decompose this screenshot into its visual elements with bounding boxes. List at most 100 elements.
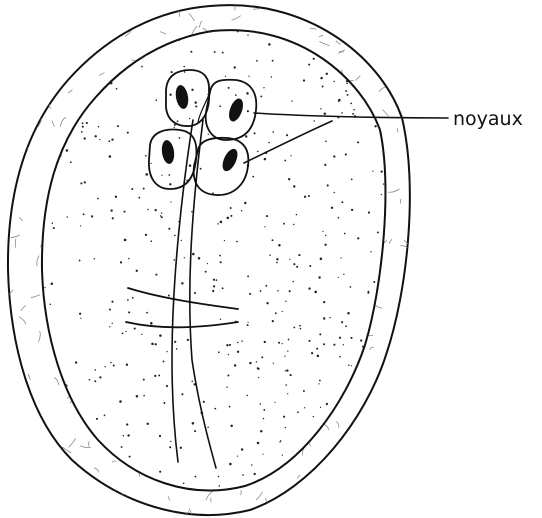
wall-fiber: [157, 240, 164, 247]
stipple-dot: [247, 395, 248, 396]
wall-fiber: [303, 415, 308, 422]
wall-fiber: [265, 466, 275, 469]
stipple-dot: [94, 258, 95, 259]
stipple-dot: [245, 135, 247, 137]
stipple-dot: [367, 292, 369, 294]
stipple-dot: [213, 279, 215, 281]
stipple-dot: [317, 355, 320, 358]
stipple-dot: [256, 361, 257, 362]
wall-fiber: [365, 153, 370, 154]
wall-fiber: [362, 269, 371, 273]
stipple-dot: [345, 90, 347, 92]
stipple-dot: [229, 344, 231, 346]
wall-fiber: [38, 13, 40, 20]
stipple-dot: [148, 482, 151, 485]
wall-fiber: [65, 327, 71, 331]
wall-fiber: [254, 411, 259, 413]
stipple-dot: [236, 241, 238, 243]
stipple-dot: [266, 302, 268, 304]
stipple-dot: [86, 122, 88, 124]
stipple-dot: [39, 255, 41, 257]
wall-fiber: [354, 253, 359, 255]
stipple-dot: [143, 395, 145, 397]
stipple-dot: [190, 51, 192, 53]
stipple-dot: [227, 217, 230, 220]
wall-fiber: [92, 374, 95, 379]
stipple-dot: [136, 395, 139, 398]
wall-fiber: [299, 90, 306, 91]
stipple-dot: [276, 258, 278, 260]
stipple-dot: [384, 303, 386, 305]
stipple-dot: [313, 416, 314, 417]
wall-fiber: [350, 210, 356, 218]
stipple-dot: [216, 279, 218, 281]
wall-fiber: [259, 64, 260, 74]
wall-fiber: [52, 121, 55, 127]
stipple-dot: [293, 327, 295, 329]
nucleus: [219, 147, 240, 174]
wall-fiber: [414, 324, 416, 329]
wall-fiber-texture: [1, 3, 422, 518]
wall-fiber: [91, 42, 92, 50]
wall-fiber: [53, 320, 57, 322]
stipple-dot: [313, 58, 315, 60]
wall-fiber: [20, 136, 24, 142]
wall-fiber: [380, 494, 390, 496]
stipple-dot: [110, 362, 112, 364]
wall-fiber: [288, 507, 298, 508]
wall-fiber: [373, 53, 380, 59]
stipple-dot: [341, 201, 343, 203]
stipple-dot: [41, 130, 43, 132]
wall-fiber: [290, 299, 294, 306]
wall-fiber: [352, 463, 358, 465]
cell-top-left: [166, 70, 209, 126]
wall-fiber: [297, 475, 300, 479]
stipple-dot: [127, 299, 129, 301]
wall-fiber: [325, 335, 334, 336]
stipple-dot: [155, 99, 157, 101]
wall-fiber: [372, 474, 383, 475]
stipple-dot: [293, 263, 295, 265]
wall-fiber: [249, 40, 255, 42]
wall-fiber: [76, 172, 78, 178]
wall-fiber: [37, 36, 42, 39]
stipple-dot: [159, 334, 162, 337]
stipple-dot: [351, 209, 353, 211]
stipple-dot: [96, 418, 98, 420]
stipple-dot: [145, 173, 148, 176]
stipple-dot: [324, 112, 326, 114]
stipple-dot: [126, 363, 128, 365]
stipple-dot: [109, 309, 111, 311]
stipple-dot: [48, 167, 50, 169]
wall-fiber: [178, 417, 185, 419]
wall-fiber: [142, 93, 147, 96]
stipple-dot: [288, 178, 290, 180]
wall-fiber: [273, 111, 278, 114]
wall-fiber: [199, 21, 201, 28]
stipple-dot: [147, 209, 148, 210]
stipple-dot: [181, 393, 183, 395]
wall-fiber: [60, 117, 66, 127]
wall-fiber: [297, 420, 298, 424]
stipple-dot: [325, 140, 327, 142]
stipple-dot: [99, 139, 100, 140]
wall-fiber: [249, 329, 250, 337]
stipple-dot: [282, 311, 283, 312]
stipple-dot: [51, 440, 53, 442]
wall-fiber: [112, 461, 116, 462]
stipple-dot: [339, 356, 341, 358]
stipple-dot: [374, 74, 376, 76]
stipple-dot: [237, 31, 239, 33]
stipple-dot: [333, 81, 335, 83]
stipple-dot: [322, 484, 324, 486]
stipple-dot: [174, 341, 176, 343]
wall-fiber: [280, 4, 287, 8]
wall-fiber: [131, 224, 142, 225]
wall-fiber: [211, 264, 215, 272]
wall-fiber: [351, 250, 353, 257]
cell-bottom-left: [149, 130, 197, 189]
wall-fiber: [21, 306, 26, 312]
wall-fiber: [281, 235, 289, 237]
stipple-dot: [286, 134, 288, 136]
